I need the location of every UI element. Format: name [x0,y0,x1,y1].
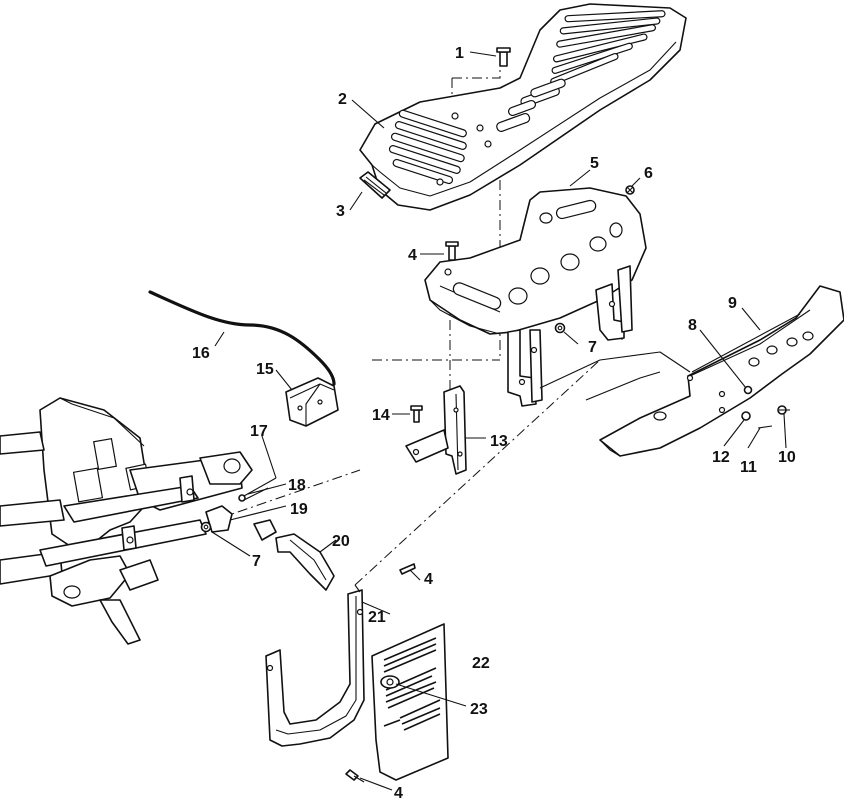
callout-14: 14 [372,407,390,424]
screw-4-upper [445,241,459,261]
screw-1 [496,47,511,67]
screw-4-mid [399,563,416,575]
callout-4-mid: 4 [424,571,433,588]
bumper-9 [599,285,844,457]
callout-22: 22 [472,655,490,672]
callout-17: 17 [250,423,268,440]
rack-top-slots [388,10,666,186]
callout-16: 16 [192,345,210,362]
callout-15: 15 [256,361,274,378]
callout-12: 12 [712,449,730,466]
callout-4-lower: 4 [394,785,403,800]
screw-6 [625,185,635,195]
bumper-outline-rear [539,351,691,389]
callout-13: 13 [490,433,508,450]
callout-1: 1 [455,45,464,62]
callout-21: 21 [368,609,386,626]
bumper-hardware [741,385,790,429]
callout-4-upper: 4 [408,247,417,264]
bracket-13 [405,385,467,475]
rack-top [359,3,687,211]
callout-23: 23 [470,701,488,718]
callout-11: 11 [740,459,757,476]
nut-7-upper [554,322,566,334]
rack-mount-plate [424,187,647,407]
reflector-3 [359,171,391,199]
callout-7-lower: 7 [252,553,261,570]
callout-18: 18 [288,477,306,494]
hitch-hardware [200,477,277,541]
callout-20: 20 [332,533,350,550]
callout-6: 6 [644,165,653,182]
tail-light-15 [285,377,339,427]
callout-labels: 1 2 3 4 5 6 4 7 8 9 16 15 14 13 12 11 10… [192,45,796,800]
callout-2: 2 [338,91,347,108]
callout-3: 3 [336,203,345,220]
callout-7-upper: 7 [588,339,597,356]
callout-9: 9 [728,295,737,312]
mudflap-frame-21 [265,584,365,747]
mudflap-22 [371,623,449,781]
screw-4-lower [345,769,365,783]
callout-5: 5 [590,155,599,172]
vehicle-frame [0,397,253,645]
callout-19: 19 [290,501,308,518]
callout-8: 8 [688,317,697,334]
handle-20 [275,533,335,591]
wiring-harness-16 [148,290,336,386]
leader-lines [211,51,787,791]
callout-10: 10 [778,449,796,466]
screw-14 [410,405,423,423]
mudflap-hatching [383,637,441,731]
bumper-outline-lower [585,371,661,401]
